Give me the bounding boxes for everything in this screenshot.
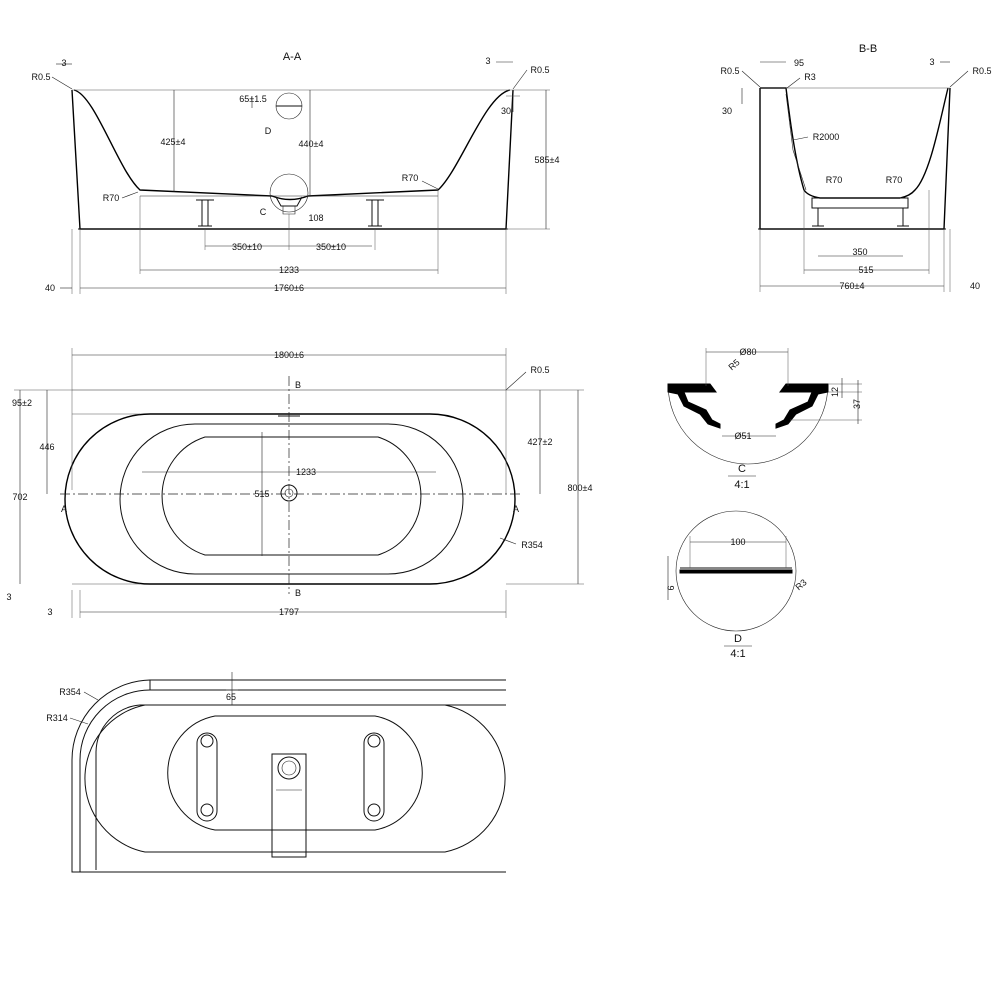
aa-r70-left: R70 bbox=[103, 193, 120, 203]
section-aa-overflow bbox=[275, 92, 303, 120]
detail-c-boundary bbox=[667, 383, 829, 465]
dim-aa-1233: 1233 bbox=[279, 265, 299, 275]
bb-r3: R3 bbox=[804, 72, 816, 82]
bb-r2000: R2000 bbox=[813, 132, 840, 142]
detail-c-h37: 37 bbox=[852, 399, 862, 409]
dim-aa-585-label: 585±4 bbox=[535, 155, 560, 165]
dim-aa-30-label: 30 bbox=[501, 106, 511, 116]
dim-bb-40: 40 bbox=[970, 281, 980, 291]
dim-aa-1760: 1760±6 bbox=[274, 283, 304, 293]
top-basin-outer bbox=[84, 704, 506, 853]
section-aa-inner-profile bbox=[73, 89, 511, 201]
aa-r70-right: R70 bbox=[402, 173, 419, 183]
dim-plan-95: 95±2 bbox=[12, 398, 32, 408]
dim-aa-overflow-label: 65±1.5 bbox=[239, 94, 266, 104]
top-rim bbox=[95, 704, 506, 870]
section-bb-title: B-B bbox=[859, 43, 877, 55]
detail-d-w100: 100 bbox=[730, 537, 745, 547]
top-drain-pipe bbox=[271, 753, 307, 858]
aa-r05-left: R0.5 bbox=[31, 72, 50, 82]
bb-r05-right: R0.5 bbox=[972, 66, 991, 76]
bb-r70-left: R70 bbox=[826, 175, 843, 185]
detail-d-view: 100 6 R3 D 4:1 bbox=[666, 510, 809, 660]
plan-outer-outline bbox=[64, 413, 516, 585]
dim-plan-515: 515 bbox=[254, 489, 269, 499]
top-basin-inner bbox=[167, 715, 423, 831]
top-outer-outline bbox=[71, 679, 506, 873]
plan-drain bbox=[280, 484, 298, 502]
section-aa-leg-left bbox=[196, 199, 214, 227]
detail-c-h12: 12 bbox=[830, 387, 840, 397]
plan-rim-inner bbox=[119, 423, 464, 575]
section-aa-drain bbox=[269, 173, 309, 215]
dim-aa-3-left: 3 bbox=[61, 58, 66, 68]
dim-plan-1797: 1797 bbox=[279, 607, 299, 617]
section-aa-view: A-A bbox=[31, 51, 559, 294]
top-offset-outline bbox=[79, 689, 506, 872]
detail-d-callout: D bbox=[265, 126, 272, 136]
dim-bb-350: 350 bbox=[852, 247, 867, 257]
detail-c-r5: R5 bbox=[726, 357, 741, 372]
section-bb-r2000-curve bbox=[785, 93, 807, 191]
dim-aa-40: 40 bbox=[45, 283, 55, 293]
plan-r354: R354 bbox=[521, 540, 543, 550]
dim-plan-427: 427±2 bbox=[528, 437, 553, 447]
detail-c-title: C bbox=[738, 463, 746, 475]
aa-r05-right: R0.5 bbox=[530, 65, 549, 75]
dim-bb-30: 30 bbox=[722, 106, 732, 116]
dim-bb-95: 95 bbox=[794, 58, 804, 68]
plan-view: B B A A 1800±6 R0.5 95±2 446 702 3 427±2… bbox=[6, 348, 592, 618]
dim-bb-760: 760±4 bbox=[840, 281, 865, 291]
top-foot-right bbox=[363, 732, 385, 822]
top-dim-65: 65 bbox=[226, 692, 236, 702]
dim-plan-702: 702 bbox=[12, 492, 27, 502]
top-r354: R354 bbox=[59, 687, 81, 697]
dim-aa-350-right: 350±10 bbox=[316, 242, 346, 252]
dim-aa-3-right: 3 bbox=[485, 56, 490, 66]
dim-bb-3: 3 bbox=[929, 57, 934, 67]
section-b-bottom-marker: B bbox=[295, 588, 301, 598]
section-bb-view: B-B R0.5 95 R3 30 R2000 R70 R70 3 R0.5 3… bbox=[720, 43, 992, 292]
dim-plan-1800: 1800±6 bbox=[274, 350, 304, 360]
section-aa-title: A-A bbox=[283, 51, 302, 63]
bb-r05-left: R0.5 bbox=[720, 66, 739, 76]
section-aa-outer-profile bbox=[71, 89, 514, 230]
top-foot-left bbox=[196, 732, 218, 822]
section-bb-legs bbox=[811, 197, 909, 227]
section-aa-leg-right bbox=[366, 199, 384, 227]
detail-c-view: Ø80 R5 Ø51 12 37 C 4:1 bbox=[667, 347, 862, 491]
dim-plan-3-bottom: 3 bbox=[47, 607, 52, 617]
dim-plan-3-left: 3 bbox=[6, 592, 11, 602]
dim-plan-446: 446 bbox=[39, 442, 54, 452]
bb-r70-right: R70 bbox=[886, 175, 903, 185]
detail-d-title: D bbox=[734, 633, 742, 645]
detail-c-callout: C bbox=[260, 207, 267, 217]
plan-r05: R0.5 bbox=[530, 365, 549, 375]
detail-d-h6: 6 bbox=[666, 585, 676, 590]
dim-aa-108-label: 108 bbox=[308, 213, 323, 223]
top-view: 65 R354 R314 bbox=[46, 672, 506, 873]
dim-aa-350-left: 350±10 bbox=[232, 242, 262, 252]
detail-c-scale: 4:1 bbox=[734, 479, 749, 491]
detail-c-drain-profile bbox=[667, 383, 721, 429]
dim-plan-1233: 1233 bbox=[296, 467, 316, 477]
dim-aa-440-label: 440±4 bbox=[299, 139, 324, 149]
dim-plan-800: 800±4 bbox=[568, 483, 593, 493]
section-a-right-marker: A bbox=[513, 504, 519, 514]
detail-c-dia80: Ø80 bbox=[739, 347, 756, 357]
top-r314: R314 bbox=[46, 713, 68, 723]
detail-c-dia51: Ø51 bbox=[734, 431, 751, 441]
dim-aa-425-label: 425±4 bbox=[161, 137, 186, 147]
detail-d-r3: R3 bbox=[793, 577, 808, 592]
section-b-top-marker: B bbox=[295, 380, 301, 390]
detail-d-boundary bbox=[675, 510, 797, 632]
plan-basin-outline bbox=[161, 436, 422, 556]
dim-bb-515: 515 bbox=[858, 265, 873, 275]
section-a-left-marker: A bbox=[61, 504, 67, 514]
detail-d-scale: 4:1 bbox=[730, 648, 745, 660]
section-bb-inner-profile bbox=[760, 87, 949, 199]
